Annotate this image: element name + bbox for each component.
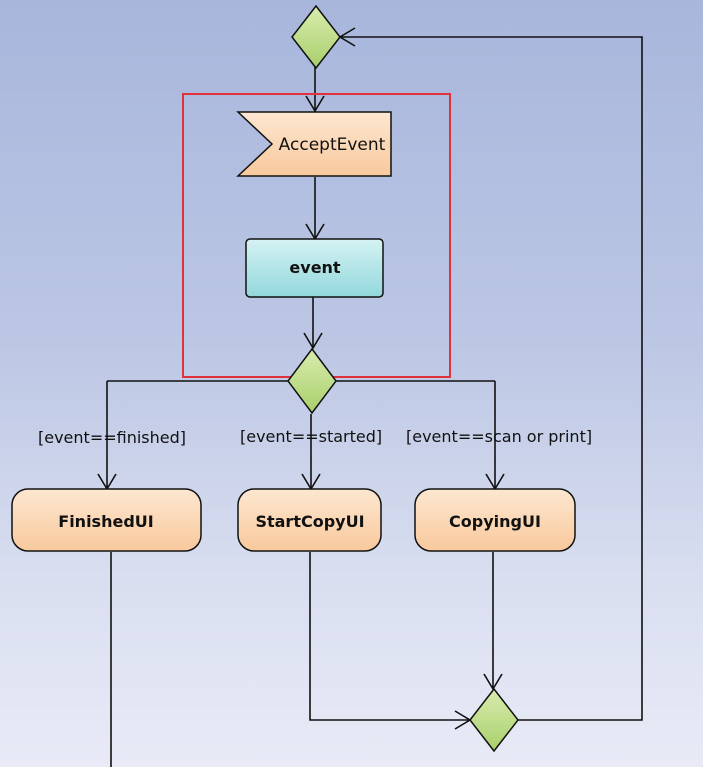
copying-ui-label: CopyingUI	[449, 512, 541, 531]
arrowhead-merge-top	[483, 673, 503, 691]
guard-started: [event==started]	[240, 427, 382, 446]
flow-loop-back	[340, 36, 643, 721]
accept-event-node[interactable]: AcceptEvent	[236, 111, 392, 177]
guard-finished: [event==finished]	[38, 428, 186, 447]
action-copying-ui[interactable]: CopyingUI	[414, 488, 576, 552]
accept-event-label: AcceptEvent	[279, 135, 386, 155]
decision-merge[interactable]	[469, 687, 519, 753]
action-start-copy-ui[interactable]: StartCopyUI	[237, 488, 382, 552]
action-finished-ui[interactable]: FinishedUI	[11, 488, 202, 552]
finished-ui-label: FinishedUI	[58, 512, 153, 531]
arrowhead-decision	[303, 332, 323, 350]
start-copy-ui-label: StartCopyUI	[255, 512, 364, 531]
event-node-label: event	[289, 258, 341, 277]
flow-startcopy-to-merge	[309, 552, 470, 721]
decision-top[interactable]	[291, 4, 341, 70]
guard-scan-or-print: [event==scan or print]	[406, 427, 592, 446]
event-object-node[interactable]: event	[245, 238, 384, 298]
decision-event[interactable]	[287, 347, 337, 415]
arrowhead-accept	[305, 95, 325, 113]
